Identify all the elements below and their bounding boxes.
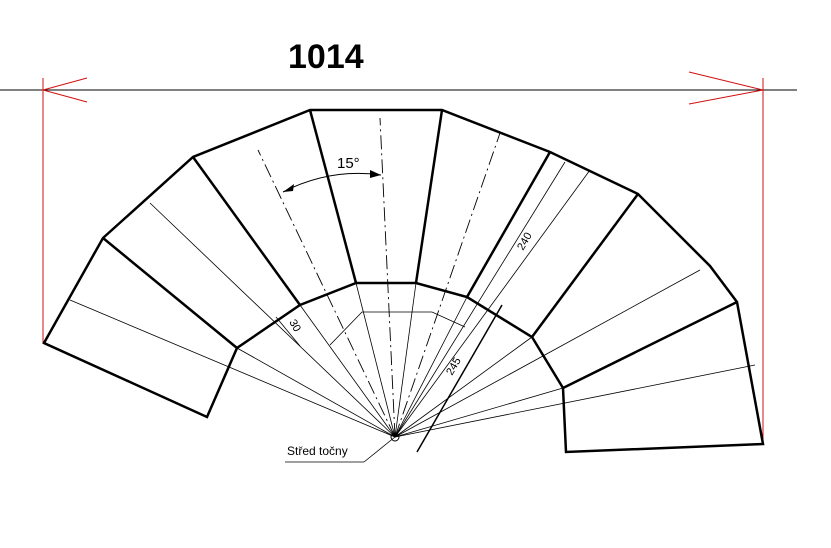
extension-lines (41, 71, 764, 444)
center-point (390, 432, 400, 442)
radial-lines (69, 161, 756, 463)
dim-tick (275, 316, 301, 347)
step-edges (102, 109, 738, 453)
center-lines (257, 117, 501, 438)
stair-outline (42, 108, 765, 454)
step-depth-label: 30 (286, 318, 303, 335)
arrow-icon (370, 170, 381, 178)
arrow-icon (283, 184, 294, 192)
inner-radius-label: 245 (444, 356, 464, 378)
angle-label: 15° (337, 155, 360, 172)
overall-width-label: 1014 (288, 38, 364, 76)
center-label: Střed točny (287, 444, 348, 458)
